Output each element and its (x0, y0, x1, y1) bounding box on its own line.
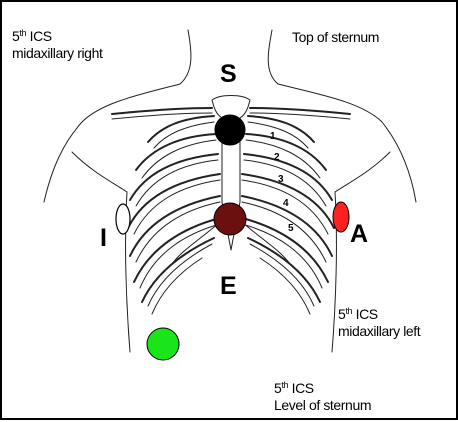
electrode-s-letter: S (220, 60, 237, 88)
rib-number-1: 1 (270, 131, 276, 142)
electrode-i (116, 204, 130, 234)
rib-number-4: 4 (283, 198, 289, 209)
electrode-s (215, 115, 245, 145)
electrode-a (333, 202, 349, 232)
electrode-e (214, 203, 246, 235)
label-right-midaxillary: 5th ICS midaxillary right (12, 28, 102, 62)
electrode-ground (147, 328, 179, 360)
electrode-i-letter: I (100, 224, 107, 252)
label-left-midaxillary: 5th ICS midaxillary left (338, 306, 420, 340)
electrode-a-letter: A (350, 220, 368, 248)
rib-number-2: 2 (274, 152, 280, 163)
electrode-e-letter: E (220, 272, 237, 300)
label-top-sternum: Top of sternum (292, 29, 379, 46)
rib-number-5: 5 (288, 223, 294, 234)
rib-number-3: 3 (278, 174, 284, 185)
label-level-sternum: 5th ICS Level of sternum (274, 380, 371, 414)
